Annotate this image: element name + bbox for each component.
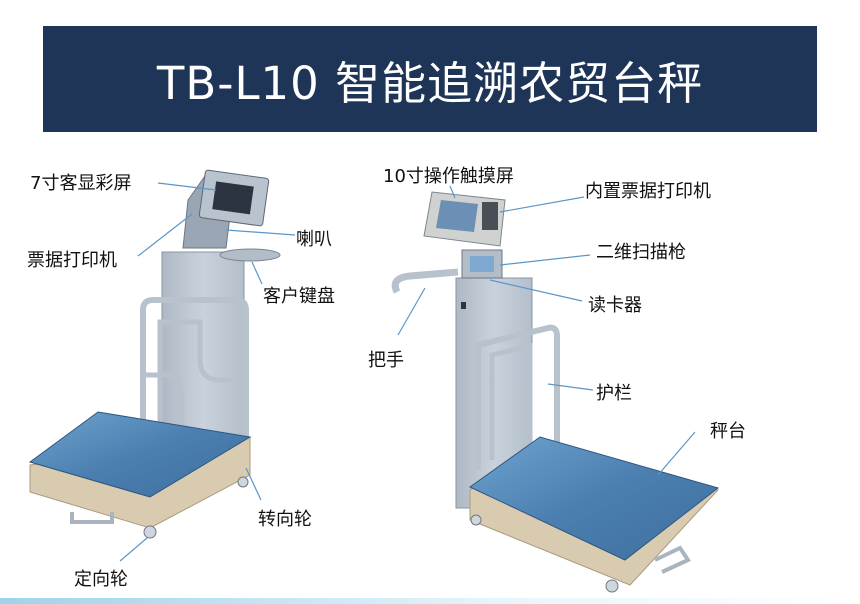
left-platform [28, 411, 252, 498]
left-fixed-wheel [143, 525, 157, 539]
label-fixed-wheel: 定向轮 [74, 569, 128, 590]
label-builtin-printer: 内置票据打印机 [585, 181, 711, 202]
page-title: TB-L10 智能追溯农贸台秤 [156, 56, 704, 110]
left-customer-keyboard [219, 248, 281, 262]
label-qr-scanner: 二维扫描枪 [596, 242, 686, 263]
right-guardrail [475, 324, 560, 470]
label-platform: 秤台 [710, 421, 746, 442]
left-column [161, 251, 245, 448]
right-handle [391, 268, 459, 294]
title-banner: TB-L10 智能追溯农贸台秤 [43, 26, 817, 132]
label-speaker: 喇叭 [296, 229, 332, 250]
left-leader-lines [119, 182, 296, 562]
left-swivel-wheel [237, 476, 249, 488]
right-platform [469, 436, 720, 561]
label-customer-keyboard: 客户键盘 [263, 286, 335, 307]
label-swivel-wheel: 转向轮 [258, 509, 312, 530]
label-card-reader: 读卡器 [588, 295, 642, 316]
label-handle: 把手 [368, 350, 404, 371]
left-scale [28, 169, 281, 539]
label-guardrail: 护栏 [596, 383, 632, 404]
right-leader-lines [397, 185, 696, 476]
label-touch-screen: 10寸操作触摸屏 [383, 166, 514, 187]
label-color-screen: 7寸客显彩屏 [30, 173, 132, 194]
right-builtin-printer [482, 202, 498, 230]
left-guardrail [140, 297, 249, 440]
footer-accent-line [0, 598, 860, 604]
right-scale [391, 191, 720, 593]
label-receipt-printer: 票据打印机 [27, 250, 117, 271]
